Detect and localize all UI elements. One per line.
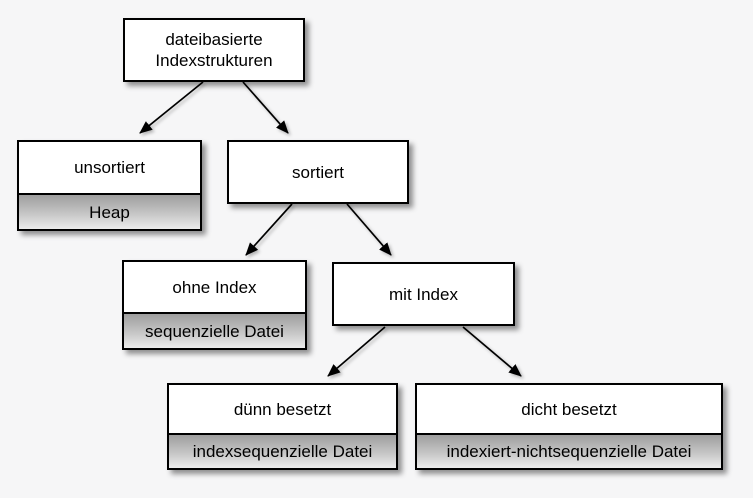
node-mit-index-label: mit Index (389, 284, 458, 304)
node-dicht-besetzt-sublabel: indexiert-nichtsequenzielle Datei (417, 433, 721, 468)
node-dicht-besetzt-label: dicht besetzt (521, 399, 617, 419)
arrow-root-to-sortiert (242, 81, 289, 134)
arrow-sortiert-to-mit-index (346, 203, 392, 256)
node-unsortiert-sublabel: Heap (19, 193, 200, 229)
arrow-mit-index-to-dicht-besetzt (462, 326, 522, 377)
node-duenn-besetzt-sublabel: indexsequenzielle Datei (169, 433, 396, 468)
node-sortiert: sortiert (227, 140, 409, 204)
node-ohne-index: ohne Index sequenzielle Datei (122, 260, 307, 350)
node-duenn-besetzt-label: dünn besetzt (233, 399, 332, 419)
node-ohne-index-sublabel: sequenzielle Datei (124, 312, 305, 348)
node-ohne-index-label: ohne Index (172, 277, 257, 297)
arrow-root-to-unsortiert (139, 81, 204, 134)
node-root: dateibasierte Indexstrukturen (123, 18, 305, 82)
node-mit-index: mit Index (332, 262, 515, 326)
arrow-mit-index-to-duenn-besetzt (327, 326, 386, 377)
node-duenn-besetzt: dünn besetzt indexsequenzielle Datei (167, 383, 398, 470)
node-sortiert-label: sortiert (292, 162, 344, 182)
arrow-sortiert-to-ohne-index (245, 203, 293, 256)
node-dicht-besetzt: dicht besetzt indexiert-nichtsequenziell… (415, 383, 723, 470)
node-unsortiert: unsortiert Heap (17, 140, 202, 231)
node-root-label: dateibasierte Indexstrukturen (155, 30, 273, 70)
node-unsortiert-label: unsortiert (74, 158, 145, 177)
